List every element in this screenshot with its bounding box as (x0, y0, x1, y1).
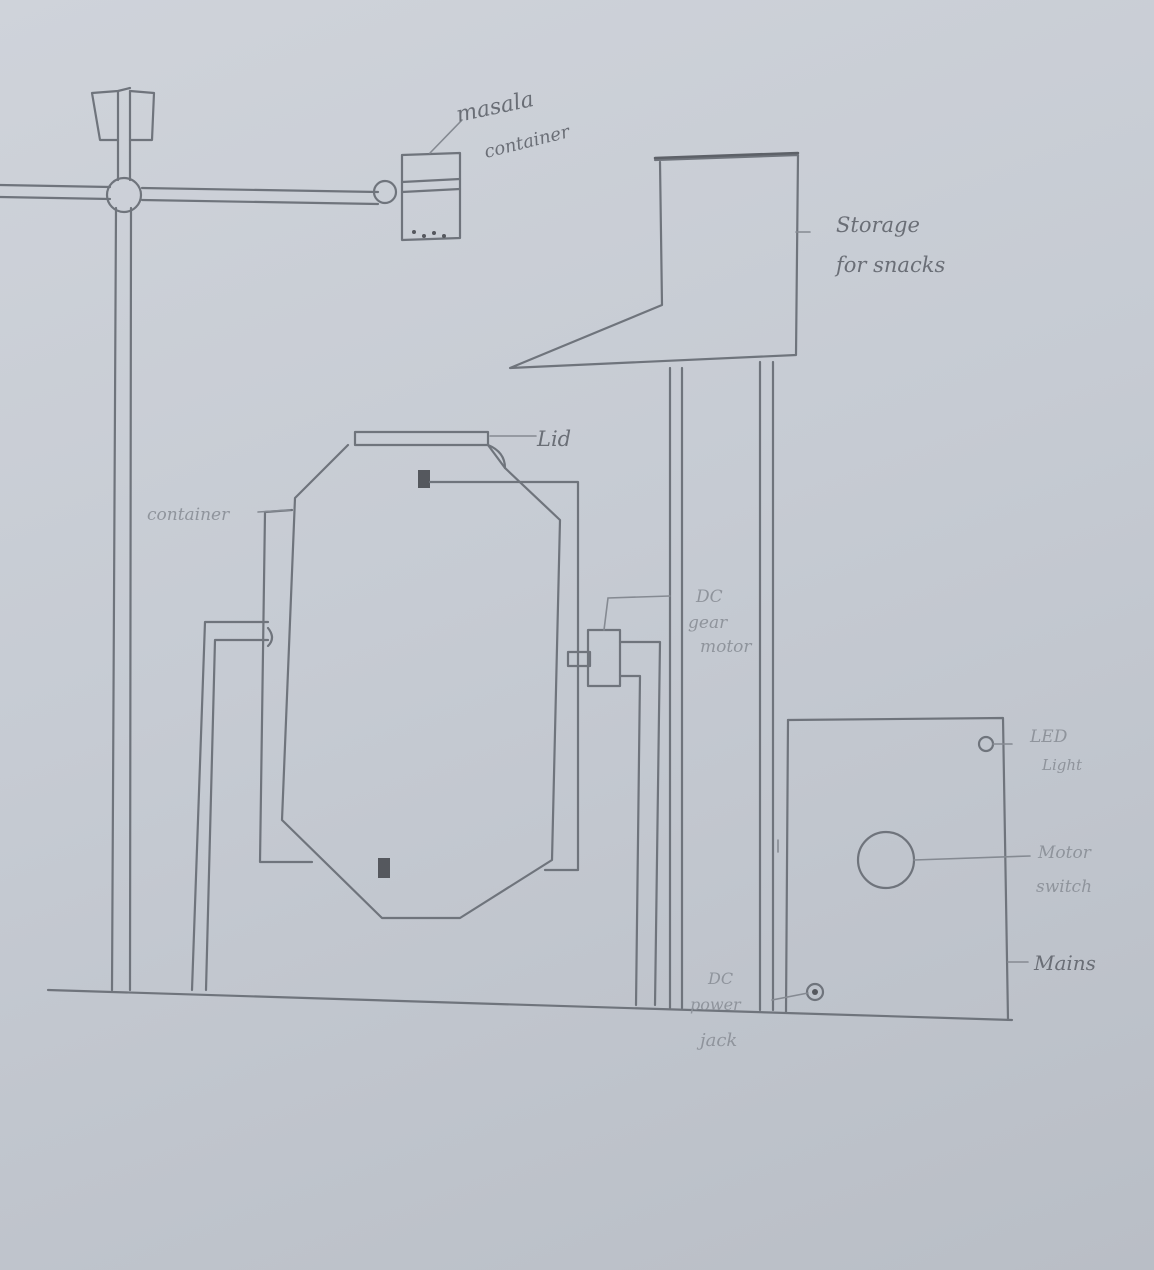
main-container (192, 432, 578, 990)
horizontal-arm (0, 185, 378, 204)
label-jack-line3: jack (696, 1030, 737, 1051)
label-masala-line2: container (482, 121, 573, 163)
label-motor-line2: switch (1036, 877, 1092, 897)
label-mains: Mains (1033, 951, 1096, 975)
fan-blade-icon (92, 88, 154, 140)
dc-gear-motor (568, 596, 670, 1005)
storage-for-snacks (510, 153, 810, 368)
label-masala-line1: masala (454, 87, 536, 128)
label-jack-line1: DC (707, 969, 733, 988)
label-lid: Lid (536, 427, 571, 451)
label-container: container (147, 505, 230, 525)
label-led-line1: LED (1029, 727, 1068, 747)
support-columns (670, 362, 773, 1010)
label-led-line2: Light (1041, 756, 1083, 774)
vertical-pole (92, 88, 154, 990)
pole-joint (107, 178, 141, 212)
label-jack-line2: power (690, 995, 742, 1014)
led-light-icon (979, 737, 993, 751)
motor-switch-icon (858, 832, 914, 888)
lid (355, 432, 488, 445)
sensor-top (418, 470, 430, 488)
sensor-bottom (378, 858, 390, 878)
labels: masala container Storage for snacks Lid … (147, 87, 1096, 1051)
ground-line (48, 990, 1012, 1020)
masala-container (374, 120, 462, 240)
label-storage-line2: for snacks (834, 253, 945, 277)
label-dc-line3: motor (700, 637, 752, 657)
label-storage-line1: Storage (836, 213, 920, 237)
label-dc-line2: gear (688, 613, 728, 633)
label-dc-line1: DC (695, 587, 723, 607)
control-box (778, 718, 1030, 1020)
label-motor-line1: Motor (1037, 843, 1092, 863)
